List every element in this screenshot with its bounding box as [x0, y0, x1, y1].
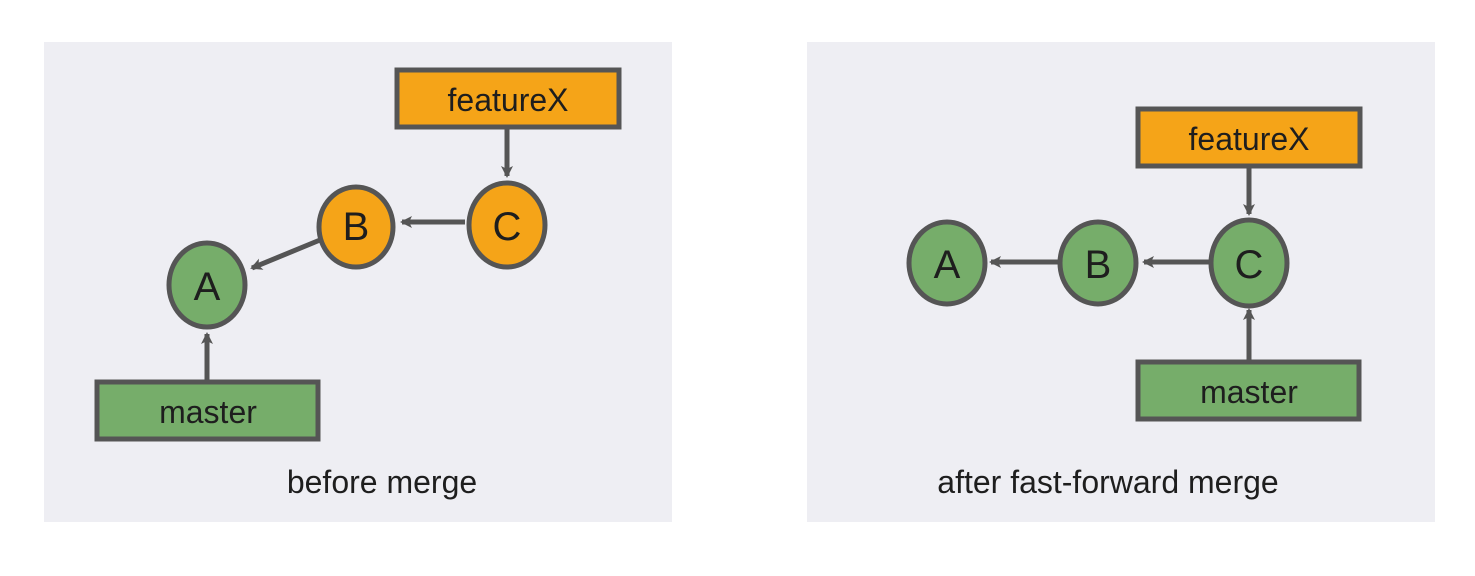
- panel-caption: after fast-forward merge: [937, 464, 1278, 500]
- branch-label-featurex: featureX: [1135, 106, 1363, 169]
- panel-caption: before merge: [287, 464, 477, 500]
- commit-label: C: [493, 205, 522, 249]
- commit-circle: [906, 219, 988, 307]
- branch-box: [1135, 106, 1363, 169]
- branch-name: master: [1200, 374, 1298, 410]
- commit-label: B: [343, 205, 370, 249]
- branch-box: [394, 67, 622, 130]
- branch-label-master: master: [1135, 359, 1362, 422]
- commit-circle: [1208, 217, 1290, 309]
- commit-node-c: C: [1208, 217, 1290, 309]
- branch-box: [1135, 359, 1362, 422]
- panel-before-merge: A B C featureX master before merge: [44, 42, 672, 522]
- commit-label: B: [1085, 243, 1112, 287]
- commit-circle: [466, 180, 548, 270]
- commit-circle: [1057, 219, 1139, 307]
- commit-node-a: A: [166, 240, 248, 330]
- commit-label: A: [194, 265, 221, 309]
- commit-label: C: [1235, 243, 1264, 287]
- commit-circle: [166, 240, 248, 330]
- commit-node-b: B: [316, 184, 396, 270]
- branch-name: featureX: [1189, 121, 1310, 157]
- commit-circle: [316, 184, 396, 270]
- edge-b-to-a: [250, 237, 321, 271]
- commit-node-a: A: [906, 219, 988, 307]
- branch-name: featureX: [448, 82, 569, 118]
- branch-box: [94, 379, 321, 442]
- commit-label: A: [934, 243, 961, 287]
- branch-name: master: [159, 394, 257, 430]
- panel-after-fast-forward-merge: A B C featureX master after fast-forward…: [807, 42, 1435, 522]
- branch-label-featurex: featureX: [394, 67, 622, 130]
- branch-label-master: master: [94, 379, 321, 442]
- commit-node-b: B: [1057, 219, 1139, 307]
- commit-node-c: C: [466, 180, 548, 270]
